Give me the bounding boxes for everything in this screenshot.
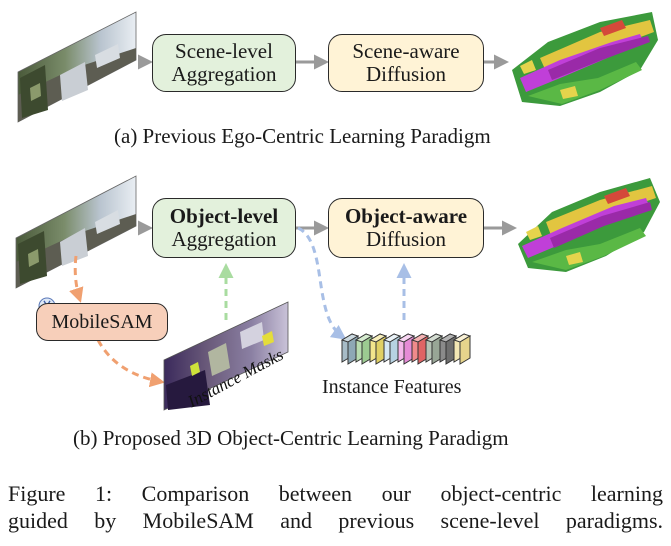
feature-bar-9 <box>452 333 472 365</box>
figure-caption-line2: guided by MobileSAM and previous scene-l… <box>8 508 663 533</box>
object-aware-diffusion-box: Object-aware Diffusion <box>328 198 484 258</box>
scene-level-aggregation-line2: Aggregation <box>171 62 277 86</box>
scene-level-aggregation-line1: Scene-level <box>175 39 273 63</box>
arrow-b-agg-to-features <box>297 226 347 340</box>
mobilesam-label: MobileSAM <box>51 310 153 333</box>
object-level-aggregation-line2: Aggregation <box>171 227 277 251</box>
instance-masks-image <box>163 301 289 411</box>
object-aware-diffusion-line1: Object-aware <box>344 204 468 228</box>
scene-aware-diffusion-line1: Scene-aware <box>352 39 460 63</box>
arrow-b-image-to-mobilesam <box>69 255 84 303</box>
figure-caption: Figure 1: Comparison between our object-… <box>8 480 663 534</box>
street-image-b <box>15 175 137 289</box>
semantic-map-a <box>512 12 658 106</box>
figure-caption-line1: Figure 1: Comparison between our object-… <box>8 481 663 506</box>
scene-level-aggregation-box: Scene-level Aggregation <box>152 34 296 92</box>
semantic-map-b <box>518 178 660 272</box>
street-image-a <box>17 11 137 123</box>
panel-a-caption: (a) Previous Ego-Centric Learning Paradi… <box>114 124 491 148</box>
object-aware-diffusion-line2: Diffusion <box>365 227 447 251</box>
arrow-b-mobilesam-to-masks <box>96 339 165 388</box>
mobilesam-box: MobileSAM <box>36 303 168 341</box>
object-level-aggregation-box: Object-level Aggregation <box>152 198 296 258</box>
instance-features-label: Instance Features <box>322 376 462 398</box>
scene-aware-diffusion-line2: Diffusion <box>365 62 447 86</box>
object-level-aggregation-line1: Object-level <box>169 204 279 228</box>
scene-aware-diffusion-box: Scene-aware Diffusion <box>328 34 484 92</box>
panel-b-caption: (b) Proposed 3D Object-Centric Learning … <box>73 426 509 450</box>
instance-feature-bars <box>340 333 472 365</box>
